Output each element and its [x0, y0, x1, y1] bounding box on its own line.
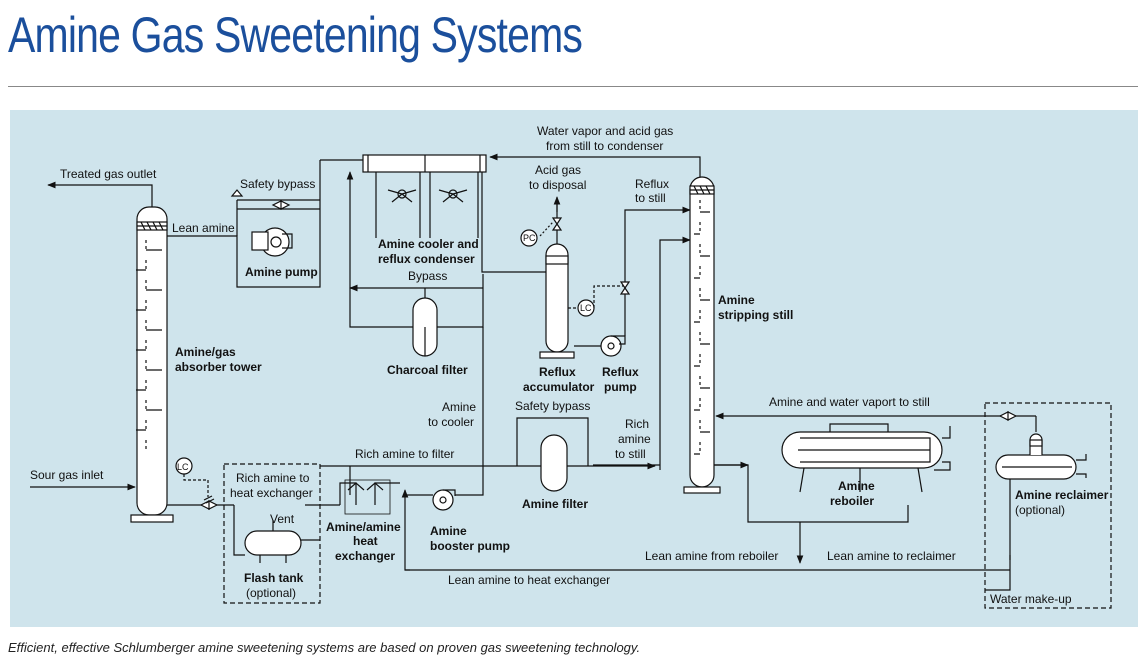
absorber-label-1: Amine/gas — [175, 345, 236, 359]
water-makeup-label: Water make-up — [990, 592, 1072, 606]
reboiler-label-2: reboiler — [830, 494, 874, 508]
rich-still-label-3: to still — [615, 447, 646, 461]
hx-label-2: heat — [353, 534, 378, 548]
rich-still-label-2: amine — [618, 432, 651, 446]
amine-amine-heat-exchanger — [320, 465, 517, 515]
cooler-label-2: reflux condenser — [378, 252, 475, 266]
amine-to-cooler-label-1: Amine — [442, 400, 476, 414]
page-title: Amine Gas Sweetening Systems — [8, 7, 583, 63]
reflux-acc-label-1: Reflux — [539, 365, 576, 379]
reflux-pump-label-2: pump — [604, 380, 637, 394]
absorber-tower — [130, 206, 174, 523]
stripping-label-2: stripping still — [718, 308, 793, 322]
safety-bypass-top-label: Safety bypass — [240, 177, 315, 191]
reflux-pump — [600, 335, 626, 357]
reflux-accumulator — [539, 243, 575, 359]
reboiler-label-1: Amine — [838, 479, 875, 493]
vent-label: Vent — [270, 512, 295, 526]
lean-from-reboiler-label: Lean amine from reboiler — [645, 549, 778, 563]
amine-pump — [251, 227, 293, 257]
cooler-label-1: Amine cooler and — [378, 237, 479, 251]
bypass-label: Bypass — [408, 269, 447, 283]
flash-tank — [244, 520, 302, 563]
reflux-acc-label-2: accumulator — [523, 380, 595, 394]
reflux-still-label-2: to still — [635, 191, 666, 205]
amine-pump-label: Amine pump — [245, 265, 318, 279]
amine-filter-label: Amine filter — [522, 497, 588, 511]
flash-tank-label-2: (optional) — [246, 586, 296, 600]
lc1-label: LC — [177, 462, 189, 472]
hx-label-1: Amine/amine — [326, 520, 401, 534]
amine-cooler — [362, 154, 487, 238]
acid-gas-label-1: Acid gas — [535, 163, 581, 177]
absorber-label-2: absorber tower — [175, 360, 262, 374]
charcoal-filter-label: Charcoal filter — [387, 363, 468, 377]
amine-filter-vessel — [540, 434, 568, 492]
amine-booster-pump — [432, 489, 456, 511]
lean-to-reclaimer-label: Lean amine to reclaimer — [827, 549, 956, 563]
lean-amine-label: Lean amine — [172, 221, 235, 235]
reflux-still-label-1: Reflux — [635, 177, 669, 191]
flash-tank-optional-box — [223, 463, 321, 604]
amine-reclaimer — [995, 433, 1087, 480]
acid-gas-label-2: to disposal — [529, 178, 586, 192]
rich-still-label-1: Rich — [625, 417, 649, 431]
amine-to-cooler-label-2: to cooler — [428, 415, 474, 429]
flash-tank-label-1: Flash tank — [244, 571, 304, 585]
booster-label-1: Amine — [430, 524, 467, 538]
lean-to-hx-label: Lean amine to heat exchanger — [448, 573, 610, 587]
booster-label-2: booster pump — [430, 539, 510, 553]
vapor-to-still-label: Amine and water vaport to still — [769, 395, 930, 409]
safety-bypass-mid-label: Safety bypass — [515, 399, 590, 413]
rich-to-filter-label: Rich amine to filter — [355, 447, 454, 461]
reflux-pump-label-1: Reflux — [602, 365, 639, 379]
reclaimer-optional-box — [984, 402, 1112, 609]
hx-label-3: exchanger — [335, 549, 395, 563]
treated-gas-label: Treated gas outlet — [60, 167, 157, 181]
water-vapor-label-2: from still to condenser — [546, 139, 663, 153]
reclaimer-label-1: Amine reclaimer — [1015, 488, 1109, 502]
reclaimer-label-2: (optional) — [1015, 503, 1065, 517]
water-vapor-label-1: Water vapor and acid gas — [537, 124, 673, 138]
sour-gas-label: Sour gas inlet — [30, 468, 104, 482]
pc-label: PC — [523, 233, 536, 243]
stripping-label-1: Amine — [718, 293, 755, 307]
stripping-still — [683, 176, 721, 494]
rich-hx-label-1: Rich amine to — [236, 471, 310, 485]
diagram-panel — [10, 110, 1138, 627]
lc2-label: LC — [580, 303, 592, 313]
amine-reboiler — [781, 423, 951, 493]
figure-caption: Efficient, effective Schlumberger amine … — [8, 640, 641, 655]
rich-hx-label-2: heat exchanger — [230, 486, 313, 500]
title-divider — [8, 86, 1138, 87]
